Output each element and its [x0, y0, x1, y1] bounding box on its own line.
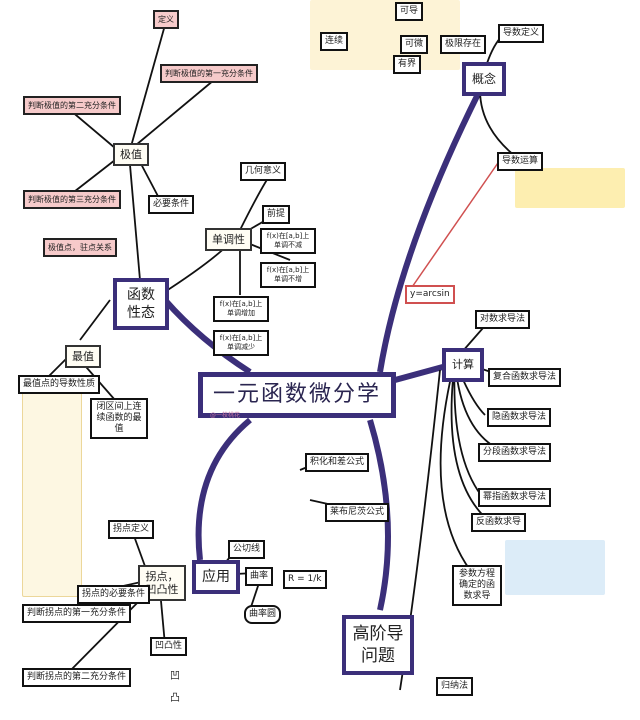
piecewise-note-panel: [515, 168, 625, 208]
node-extremum[interactable]: 极值: [113, 143, 149, 166]
node-inflection-second[interactable]: 判断拐点的第二充分条件: [22, 668, 132, 687]
node-inverse[interactable]: 反函数求导: [471, 513, 527, 532]
node-power-exp[interactable]: 幂指函数求导法: [478, 488, 552, 507]
node-premise[interactable]: 前提: [262, 205, 291, 224]
node-inflection-definition[interactable]: 拐点定义: [108, 520, 155, 539]
node-max-property[interactable]: 最值点的导数性质: [18, 375, 101, 394]
node-inflection-concavity[interactable]: 拐点，凹凸性: [138, 565, 186, 601]
node-derivative-definition[interactable]: 导数定义: [498, 24, 545, 43]
node-first-condition[interactable]: 判断极值的第一充分条件: [160, 64, 258, 83]
branch-application[interactable]: 应用: [192, 560, 240, 594]
node-differentiable[interactable]: 可导: [395, 2, 424, 21]
node-piecewise[interactable]: 分段函数求导法: [478, 443, 552, 462]
node-leibniz[interactable]: 莱布尼茨公式: [325, 503, 390, 522]
node-curvature[interactable]: 曲率: [245, 567, 274, 586]
watermark: @一枝桃花: [210, 412, 241, 419]
central-title: 一元函数微分学: [213, 382, 382, 407]
node-mono-nondecreasing[interactable]: f(x)在[a,b]上单调不减: [260, 228, 316, 254]
node-geometric[interactable]: 几何意义: [240, 162, 287, 181]
node-limit-exists[interactable]: 极限存在: [440, 35, 487, 54]
node-log-diff[interactable]: 对数求导法: [475, 310, 531, 329]
node-product-sum[interactable]: 积化和差公式: [305, 453, 370, 472]
central-topic: 一元函数微分学: [198, 372, 397, 418]
node-mono-increasing[interactable]: f(x)在[a,b]上单调增加: [213, 296, 269, 322]
node-extreme-note[interactable]: 极值点，驻点关系: [43, 238, 117, 257]
node-common-tangent[interactable]: 公切线: [228, 540, 266, 559]
node-bounded[interactable]: 有界: [393, 55, 422, 74]
branch-higher-derivative[interactable]: 高阶导问题: [342, 615, 414, 675]
node-concavity[interactable]: 凹凸性: [150, 637, 188, 656]
node-monotonic[interactable]: 单调性: [205, 228, 252, 251]
node-arcsin[interactable]: y=arcsin: [405, 285, 455, 304]
node-parametric[interactable]: 参数方程确定的函数求导: [452, 565, 502, 606]
node-second-condition[interactable]: 判断极值的第二充分条件: [23, 96, 121, 115]
node-derivative-operation[interactable]: 导数运算: [497, 152, 544, 171]
node-inflection-necessary[interactable]: 拐点的必要条件: [77, 585, 151, 604]
branch-calculation[interactable]: 计算: [442, 348, 484, 382]
branch-function-behavior[interactable]: 函数性态: [113, 278, 169, 330]
max-property-panel: [22, 390, 82, 597]
node-radius: R = 1/k: [283, 570, 327, 589]
node-inflection-first[interactable]: 判断拐点的第一充分条件: [22, 604, 132, 623]
node-curvature-circle[interactable]: 曲率圆: [244, 605, 282, 624]
label-concave: 凹: [170, 671, 180, 682]
node-implicit[interactable]: 隐函数求导法: [487, 408, 552, 427]
node-continuous[interactable]: 连续: [320, 32, 349, 51]
node-composite[interactable]: 复合函数求导法: [488, 368, 562, 387]
label-convex: 凸: [170, 693, 180, 704]
node-maximum[interactable]: 最值: [65, 345, 101, 368]
node-microdiff[interactable]: 可微: [400, 35, 429, 54]
node-definition[interactable]: 定义: [153, 10, 179, 29]
node-mono-nonincreasing[interactable]: f(x)在[a,b]上单调不增: [260, 262, 316, 288]
node-induction[interactable]: 归纳法: [436, 677, 474, 696]
branch-concept[interactable]: 概念: [462, 62, 507, 96]
node-necessary[interactable]: 必要条件: [148, 195, 195, 214]
node-third-condition[interactable]: 判断极值的第三充分条件: [23, 190, 121, 209]
parametric-formula-panel: [505, 540, 605, 595]
node-mono-decreasing[interactable]: f(x)在[a,b]上单调减少: [213, 330, 269, 356]
node-closed-interval[interactable]: 闭区间上连续函数的最值: [90, 398, 148, 439]
